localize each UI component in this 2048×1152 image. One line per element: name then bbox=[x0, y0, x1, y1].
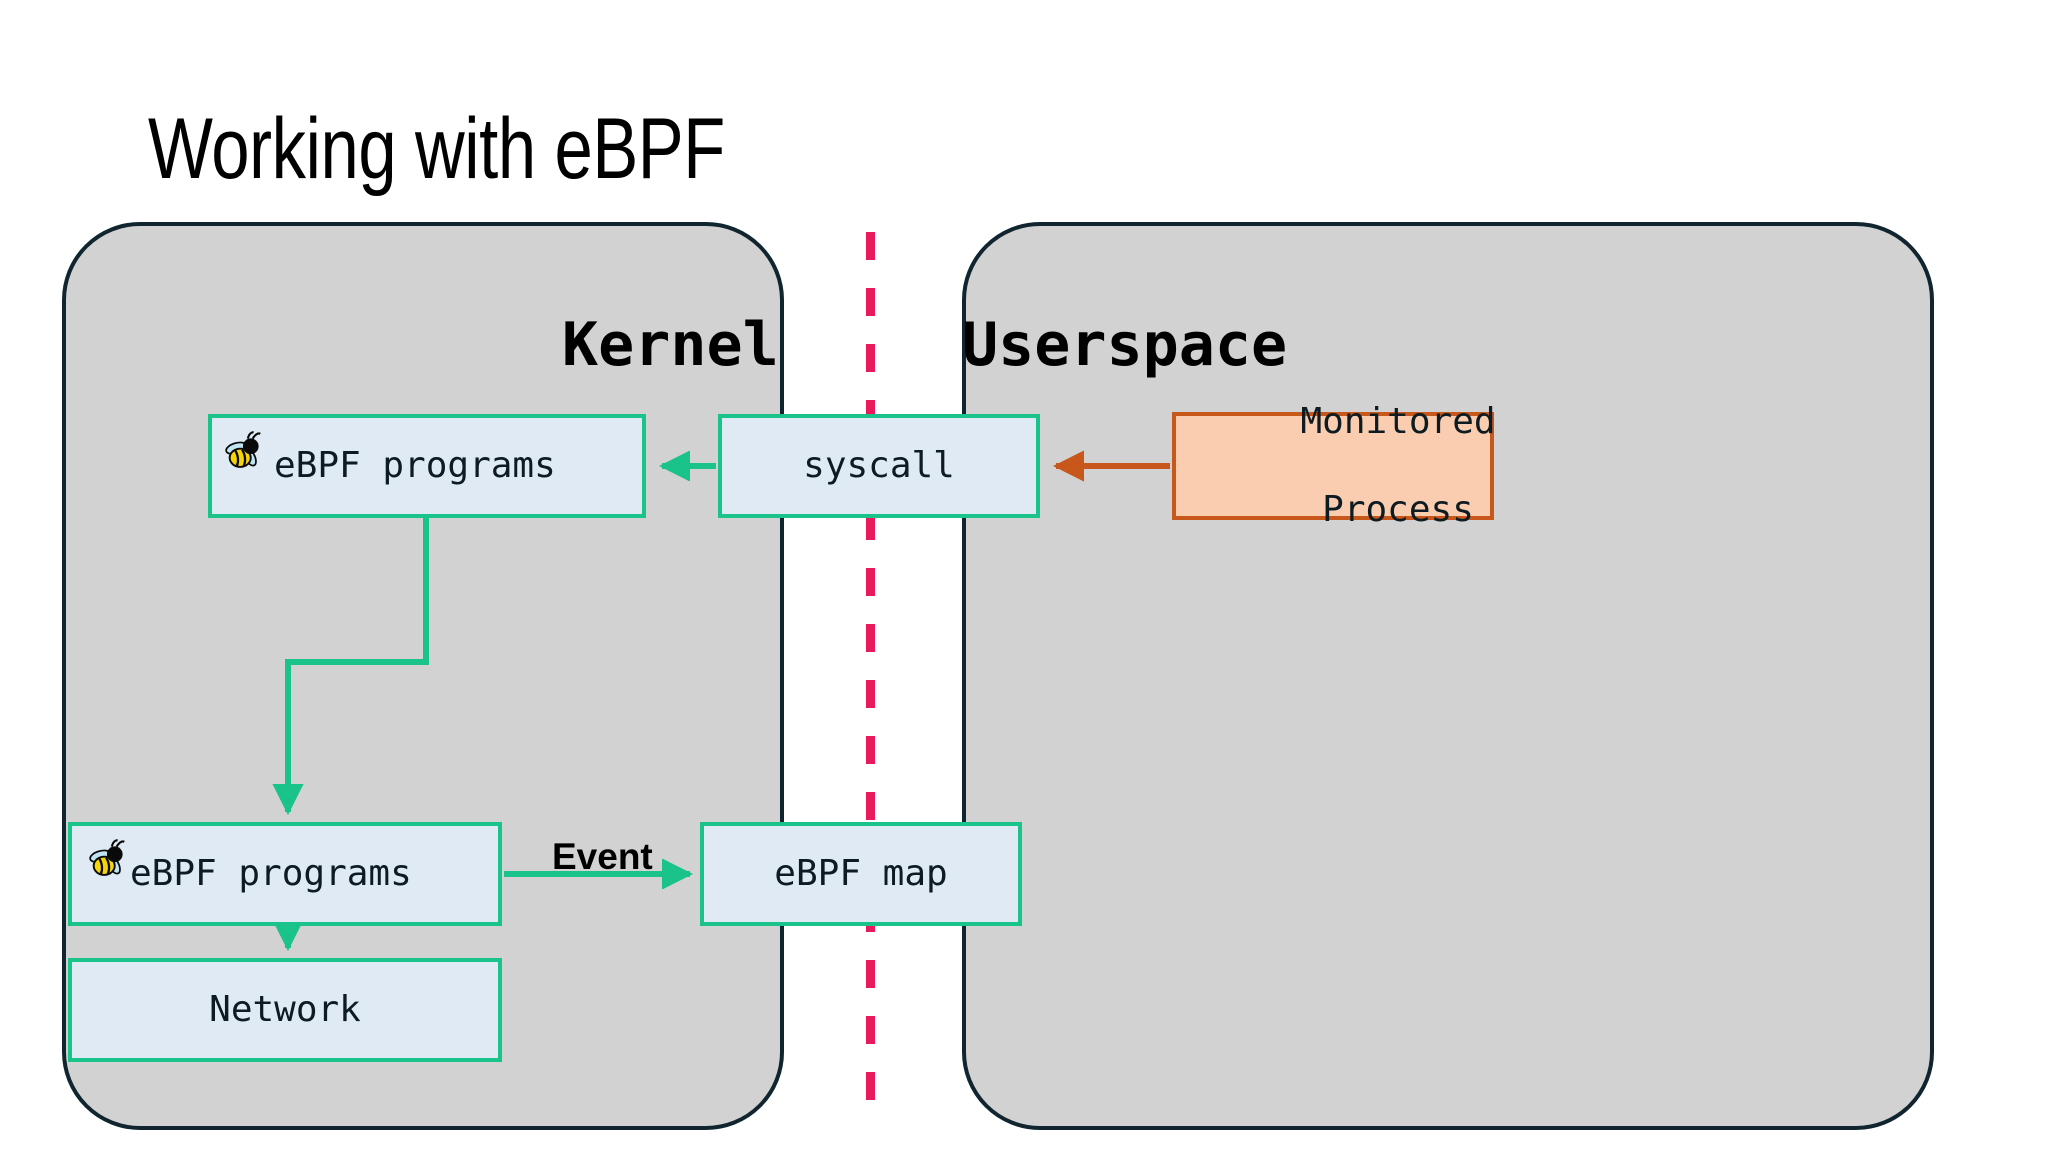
page-title: Working with eBPF bbox=[148, 101, 725, 197]
node-label: eBPF programs bbox=[130, 853, 412, 895]
zone-userspace bbox=[962, 222, 1934, 1130]
node-ebpf-programs-bottom[interactable]: eBPF programs bbox=[68, 822, 502, 926]
node-ebpf-programs-top[interactable]: eBPF programs bbox=[208, 414, 646, 518]
node-label-line1: Monitored bbox=[1300, 401, 1496, 443]
node-label: syscall bbox=[803, 445, 955, 487]
bee-icon bbox=[225, 431, 261, 468]
node-monitored-process[interactable]: Monitored Process bbox=[1172, 401, 1496, 530]
node-network[interactable]: Network bbox=[68, 958, 502, 1062]
node-syscall[interactable]: syscall bbox=[718, 414, 1040, 518]
node-label: eBPF map bbox=[774, 853, 948, 895]
node-label-block: Monitored Process bbox=[1170, 356, 1495, 576]
node-ebpf-map[interactable]: eBPF map bbox=[700, 822, 1022, 926]
kernel-userspace-divider bbox=[866, 232, 875, 1108]
zone-label-kernel: Kernel bbox=[562, 310, 779, 380]
bee-icon bbox=[89, 839, 125, 876]
edge-label-event: Event bbox=[552, 836, 653, 877]
node-label: Network bbox=[209, 989, 361, 1031]
zone-label-userspace: Userspace bbox=[962, 310, 1288, 380]
node-label-line2: Process bbox=[1322, 488, 1474, 530]
node-label: eBPF programs bbox=[274, 445, 556, 487]
